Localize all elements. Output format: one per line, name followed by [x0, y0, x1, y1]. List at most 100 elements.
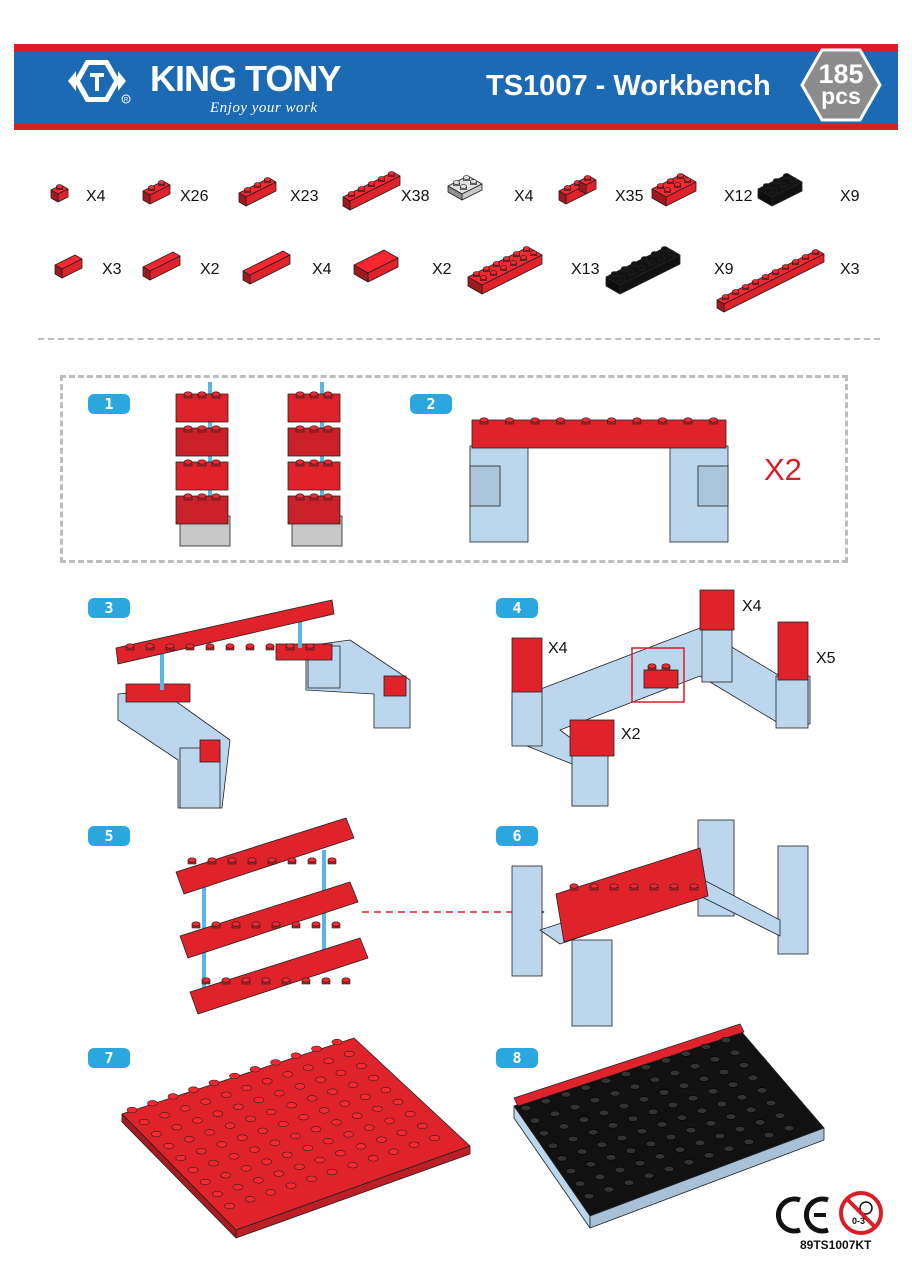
stud: [368, 1074, 379, 1082]
stud: [315, 1076, 326, 1083]
red-cap: [199, 739, 221, 763]
stud-top: [211, 459, 221, 465]
stud-top: [323, 459, 333, 465]
stud-top: [617, 275, 625, 280]
stud: [576, 1148, 588, 1155]
brick-side: [353, 264, 369, 283]
stud-top: [462, 175, 470, 180]
part-qty: X2: [200, 261, 220, 278]
stud: [175, 1154, 187, 1162]
stud-top: [281, 977, 291, 983]
stud: [556, 1155, 568, 1162]
stud: [718, 1068, 730, 1076]
stud-top: [211, 493, 221, 499]
stud: [729, 1049, 741, 1056]
stud: [286, 1102, 297, 1109]
stud: [709, 1056, 721, 1063]
stud: [580, 1084, 592, 1091]
stud: [616, 1134, 628, 1142]
stud-top: [632, 417, 642, 423]
stud-top: [265, 643, 275, 649]
stud: [187, 1166, 199, 1174]
stud-top: [225, 643, 235, 649]
shelf-tier: [179, 881, 359, 959]
stud: [199, 1178, 211, 1186]
stud: [727, 1081, 739, 1088]
stud: [654, 1153, 666, 1160]
stud: [224, 1202, 235, 1210]
stud: [747, 1074, 759, 1081]
stud: [674, 1146, 686, 1153]
stud: [627, 1115, 639, 1122]
stud-top: [769, 187, 777, 192]
stud: [716, 1100, 728, 1108]
stud: [380, 1086, 392, 1094]
stud: [192, 1117, 203, 1124]
stud: [363, 1124, 375, 1131]
stud-top: [609, 883, 619, 889]
black-2x6-plate-icon: [605, 246, 681, 295]
stud-top: [183, 459, 193, 465]
stud: [314, 1156, 326, 1164]
stud-top: [721, 294, 729, 299]
stud: [216, 1141, 228, 1148]
step-badge: 5: [88, 826, 130, 846]
stud: [676, 1114, 688, 1121]
stud-top: [145, 643, 155, 649]
stud: [265, 1189, 276, 1196]
stud-top: [55, 184, 63, 189]
red-1x4-tile-icon: [242, 250, 291, 285]
step-badge: 6: [496, 826, 538, 846]
stud: [326, 1168, 338, 1176]
stud-top: [771, 269, 779, 274]
red-2x3-tile-icon: [353, 249, 399, 283]
stud-top: [301, 977, 311, 983]
stud-top: [191, 921, 201, 927]
stud-top: [211, 391, 221, 397]
stud: [783, 1125, 795, 1132]
stud: [629, 1083, 641, 1090]
step-badge: 7: [88, 1048, 130, 1068]
stud-top: [472, 271, 480, 276]
stud: [703, 1152, 715, 1159]
shelf-block: [555, 847, 709, 943]
stud: [618, 1102, 630, 1110]
stud: [290, 1052, 302, 1059]
stud-top: [637, 265, 645, 270]
stud: [257, 1127, 269, 1134]
stud-top: [231, 921, 241, 927]
brick-side: [342, 196, 351, 211]
part-qty: X9: [840, 188, 860, 205]
stud: [277, 1120, 289, 1128]
stud-top: [341, 977, 351, 983]
stud-top: [271, 921, 281, 927]
stud: [253, 1177, 264, 1184]
stud-top: [661, 663, 671, 669]
stud: [738, 1062, 750, 1069]
stud: [351, 1112, 363, 1119]
red-corner-brick: [175, 393, 229, 423]
stud-top: [469, 179, 477, 184]
stud-top: [761, 274, 769, 279]
red-edge: [513, 1023, 745, 1107]
stud-top: [499, 265, 507, 270]
stud: [683, 1159, 695, 1166]
leg-front: [179, 747, 221, 809]
brick-side: [467, 276, 483, 295]
stud: [665, 1133, 677, 1141]
grey-2x2-plate-icon: [447, 175, 483, 201]
stud-top: [683, 417, 693, 423]
stud-top: [762, 183, 770, 188]
stud: [649, 1076, 661, 1083]
step-callout: X2: [621, 726, 641, 743]
stud: [687, 1095, 699, 1102]
stud: [311, 1045, 322, 1052]
stud-top: [620, 266, 628, 271]
stud-top: [201, 977, 211, 983]
stud: [274, 1090, 285, 1097]
stud-top: [307, 857, 317, 863]
stud: [179, 1105, 191, 1112]
header-bottom-stripe: [14, 124, 898, 130]
stud: [560, 1091, 572, 1098]
stud-top: [205, 643, 215, 649]
